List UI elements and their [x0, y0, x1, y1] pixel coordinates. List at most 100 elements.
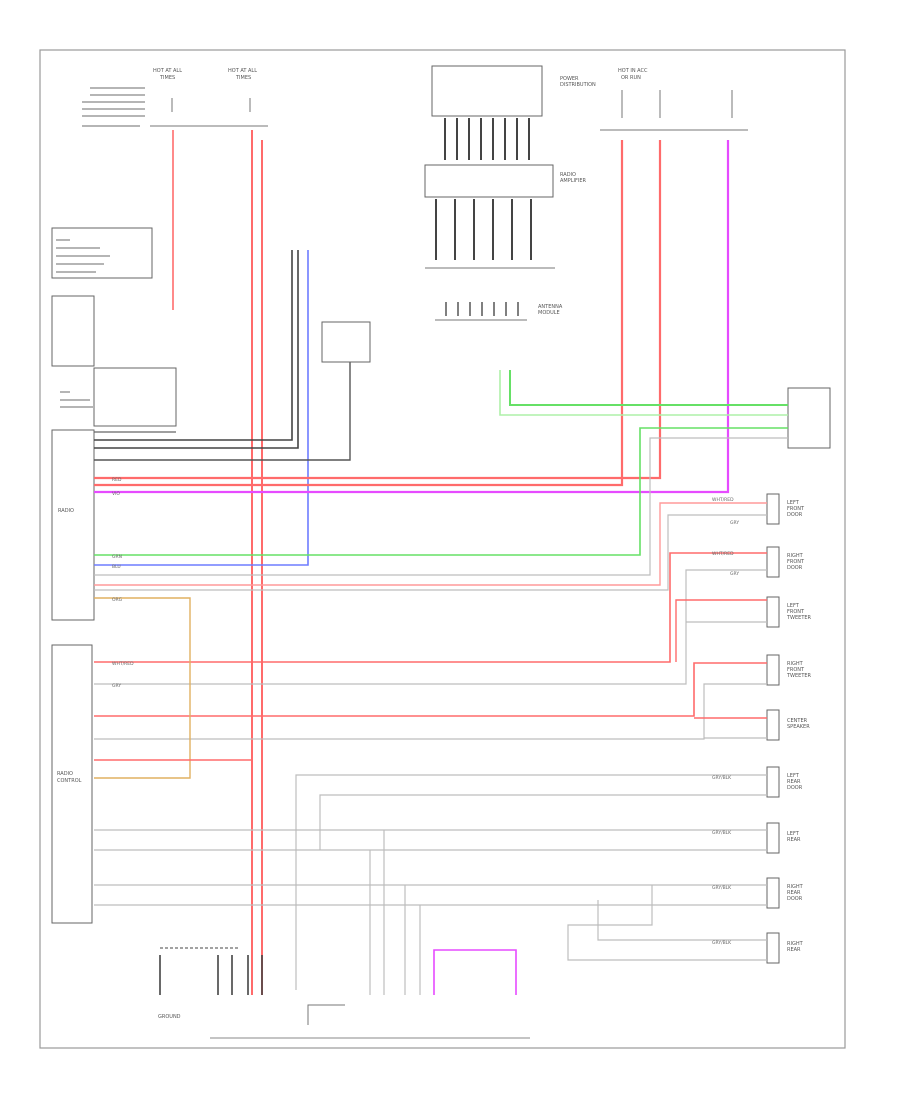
radio-control-box	[51, 644, 93, 924]
ground-label: GROUND	[158, 1014, 181, 1020]
svg-text:LEFT: LEFT	[787, 500, 800, 506]
relay-box	[321, 321, 371, 363]
svg-text:DOOR: DOOR	[787, 785, 803, 791]
speaker-lf-door: LEFT FRONT DOOR	[766, 493, 805, 525]
svg-text:RIGHT: RIGHT	[787, 884, 804, 890]
rear-speaker-wires	[94, 774, 767, 995]
svg-text:LEFT: LEFT	[787, 831, 800, 837]
svg-text:RIGHT: RIGHT	[787, 661, 804, 667]
speaker-center: CENTER SPEAKER	[766, 709, 810, 741]
speaker-rr: RIGHT REAR	[766, 932, 804, 964]
svg-text:REAR: REAR	[787, 890, 801, 896]
radio-amp: POWER DISTRIBUTION RADIO AMPLIFIER	[424, 65, 596, 269]
component-box-left-1-text	[56, 239, 110, 273]
svg-text:DOOR: DOOR	[787, 512, 803, 518]
svg-text:RIGHT: RIGHT	[787, 941, 804, 947]
wire-label-vio: VIO	[112, 491, 120, 497]
wire-label-lr-pos: GRY/BLK	[712, 775, 732, 781]
wire-violet-lower	[433, 949, 517, 995]
wire-black-2	[94, 250, 293, 441]
wire-rf-tw-neg	[94, 683, 767, 740]
wire-label-rr-pos: GRY/BLK	[712, 885, 732, 891]
radio-main-connector	[51, 429, 95, 621]
svg-text:SPEAKER: SPEAKER	[787, 724, 810, 730]
component-box-left-2	[51, 295, 95, 367]
fuse-top-mid-label-2: TIMES	[235, 75, 251, 81]
wire-label-rr2-pos: GRY/BLK	[712, 940, 732, 946]
component-box-left-3-text	[60, 391, 94, 408]
radio-fuse-label-2: OR RUN	[621, 75, 641, 81]
wire-label-rf-neg: GRY	[730, 571, 739, 577]
wire-label-lr2-pos: GRY/BLK	[712, 830, 732, 836]
antenna-label-1: ANTENNA	[538, 304, 563, 310]
wire-label-blu: BLU	[112, 564, 121, 570]
svg-text:DOOR: DOOR	[787, 565, 803, 571]
antenna-label-2: MODULE	[538, 310, 560, 316]
svg-text:TWEETER: TWEETER	[786, 615, 812, 621]
svg-text:CENTER: CENTER	[787, 718, 808, 724]
wire-black-3	[94, 340, 351, 461]
wire-label-lf-neg: GRY	[730, 520, 739, 526]
wire-lf-door-pos	[94, 502, 767, 586]
wire-violet-bus	[94, 140, 730, 494]
wire-orange	[94, 597, 191, 779]
radio-main-label: RADIO	[58, 508, 74, 514]
component-box-left-1	[51, 227, 153, 279]
svg-text:DOOR: DOOR	[787, 896, 803, 902]
speaker-rf-tweeter: RIGHT FRONT TWEETER	[766, 654, 812, 686]
diagram-frame	[39, 49, 846, 1049]
svg-text:FRONT: FRONT	[787, 609, 805, 615]
radio-fuse: HOT IN ACC OR RUN	[600, 68, 748, 131]
wire-label-gry: GRY	[112, 683, 121, 689]
speaker-rf-door: RIGHT FRONT DOOR	[766, 546, 805, 578]
svg-text:LEFT: LEFT	[787, 773, 800, 779]
svg-text:REAR: REAR	[787, 779, 801, 785]
svg-text:TWEETER: TWEETER	[786, 673, 812, 679]
bottom-bracket	[307, 1004, 345, 1025]
wire-green-3	[94, 427, 788, 556]
wire-label-rf-pos: WHT/RED	[712, 551, 734, 557]
component-box-left-3	[93, 367, 177, 427]
wire-rf-tw-pos	[94, 662, 767, 717]
wire-blue	[94, 250, 309, 566]
speaker-lr: LEFT REAR	[766, 822, 801, 854]
svg-text:FRONT: FRONT	[787, 506, 805, 512]
svg-text:REAR: REAR	[787, 947, 801, 953]
wire-label-wht-red: WHT/RED	[112, 661, 134, 667]
wire-lf-door-neg	[94, 514, 767, 591]
wire-black-1	[94, 250, 299, 449]
radio-amp-label-1: RADIO	[560, 172, 576, 178]
wire-rf-door-pos	[94, 552, 767, 663]
wire-green-2	[499, 370, 788, 416]
svg-text:REAR: REAR	[787, 837, 801, 843]
fuse-top-mid-label-1: HOT AT ALL	[228, 68, 257, 74]
wire-label-org: ORG	[112, 597, 123, 603]
wire-green-1	[509, 370, 788, 406]
svg-text:FRONT: FRONT	[787, 559, 805, 565]
wire-label-grn: GRN	[112, 554, 122, 560]
antenna-module-connector: ANTENNA MODULE	[435, 302, 563, 321]
radio-fuse-label-1: HOT IN ACC	[618, 68, 648, 74]
fuse-top-left-label-1: HOT AT ALL	[153, 68, 182, 74]
svg-text:FRONT: FRONT	[787, 667, 805, 673]
fuse-top-left-label-2: TIMES	[159, 75, 175, 81]
wire-red-bus-2	[94, 140, 662, 480]
svg-text:LEFT: LEFT	[787, 603, 800, 609]
radio-control-label-1: RADIO	[57, 771, 73, 777]
svg-text:RIGHT: RIGHT	[787, 553, 804, 559]
right-wire-labels: WHT/RED GRY WHT/RED GRY GRY/BLK GRY/BLK …	[712, 497, 739, 946]
speaker-rr-door: RIGHT REAR DOOR	[766, 877, 804, 909]
wire-rf-door-neg	[94, 569, 767, 685]
wire-label-red: RED	[112, 477, 122, 483]
wire-red-bus-1	[94, 140, 624, 487]
power-dist-label-2: DISTRIBUTION	[560, 82, 596, 88]
fuse-block-top-left: HOT AT ALL TIMES HOT AT ALL TIMES	[150, 68, 268, 127]
wire-label-lf-pos: WHT/RED	[712, 497, 734, 503]
ground-connectors	[159, 947, 263, 995]
radio-amp-label-2: AMPLIFIER	[560, 178, 587, 184]
speakers: LEFT FRONT DOOR RIGHT FRONT DOOR LEFT FR…	[766, 493, 812, 964]
power-dist-label-1: POWER	[560, 76, 579, 82]
left-connector-wire-labels: RED VIO GRN BLU ORG WHT/RED GRY	[112, 477, 134, 689]
wire-gray-to-box	[94, 437, 788, 576]
